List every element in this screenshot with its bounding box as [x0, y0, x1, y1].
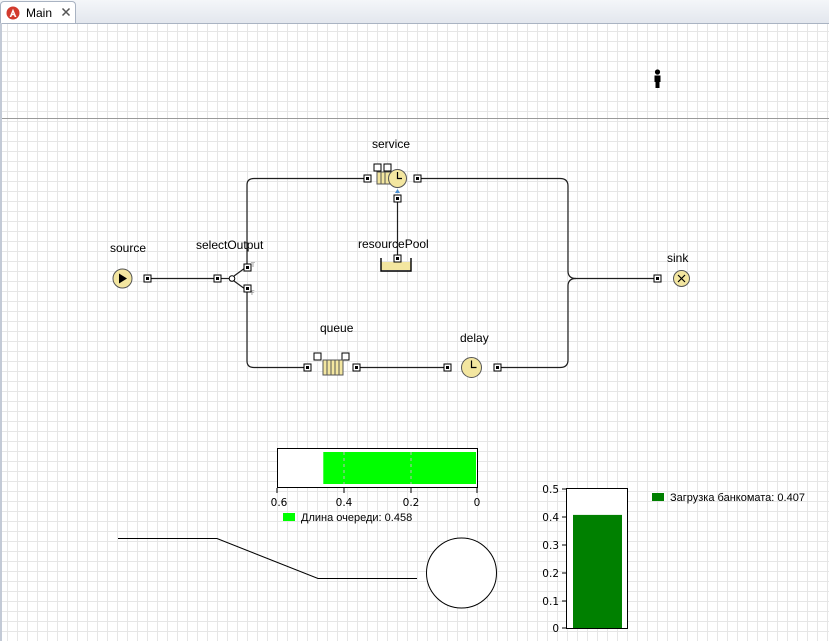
- selectoutput-label: selectOutput: [196, 238, 264, 252]
- queue-chart-tick-label: 0.2: [403, 497, 420, 509]
- resourcepool-label: resourcePool: [358, 237, 429, 251]
- polyline-shape[interactable]: [118, 538, 417, 579]
- queue-chart-legend: Длина очереди: 0.458: [283, 512, 412, 524]
- queue-label: queue: [320, 321, 354, 335]
- source-label: source: [110, 241, 147, 255]
- utilization-chart-tick-label: 0: [552, 623, 559, 635]
- utilization-legend-swatch: [652, 493, 664, 501]
- utilization-legend-text: Загрузка банкомата: 0.407: [670, 492, 805, 504]
- tab-title: Main: [26, 6, 53, 20]
- connector-delay-sink: [500, 277, 654, 369]
- utilization-chart[interactable]: 0.5 0.4 0.3 0.2 0.1 0: [542, 484, 628, 635]
- utilization-chart-tick-label: 0.5: [542, 484, 559, 496]
- queue-length-bar: [323, 452, 476, 484]
- queue-chart-tick-label: 0.4: [336, 497, 353, 509]
- port-false-mark: F: [251, 289, 255, 297]
- delay-label: delay: [460, 331, 489, 345]
- selectoutput-block[interactable]: [213, 263, 252, 293]
- delay-block[interactable]: [443, 357, 502, 378]
- queue-chart-tick-label: 0: [474, 497, 481, 509]
- utilization-chart-tick-label: 0.3: [542, 540, 559, 552]
- port-true-mark: T: [250, 261, 255, 269]
- sink-block[interactable]: [653, 270, 690, 287]
- utilization-chart-tick-label: 0.2: [542, 568, 559, 580]
- utilization-chart-tick-label: 0.4: [542, 512, 559, 524]
- editor-left-border: [0, 23, 2, 641]
- person-icon[interactable]: [654, 69, 661, 88]
- utilization-chart-legend: Загрузка банкомата: 0.407: [652, 492, 805, 504]
- queue-legend-text: Длина очереди: 0.458: [301, 512, 413, 524]
- queue-length-chart[interactable]: 0.6 0.4 0.2 0: [271, 448, 481, 510]
- queue-chart-tick-label: 0.6: [271, 497, 288, 509]
- anylogic-app-icon: [6, 6, 20, 20]
- queue-legend-swatch: [283, 513, 295, 521]
- source-block[interactable]: [112, 268, 152, 289]
- connector-selectoutput-service: [246, 177, 364, 264]
- close-icon[interactable]: [60, 6, 72, 18]
- utilization-bar: [573, 514, 622, 628]
- resourcepool-block[interactable]: [380, 254, 412, 272]
- connector-selectoutput-queue: [246, 292, 305, 369]
- service-block[interactable]: [363, 163, 422, 203]
- queue-block[interactable]: [303, 352, 361, 376]
- tab-main[interactable]: Main: [0, 1, 76, 23]
- editor-tab-bar: Main: [0, 0, 829, 24]
- service-label: service: [372, 137, 411, 151]
- sink-label: sink: [667, 251, 689, 265]
- oval-shape[interactable]: [426, 537, 497, 609]
- connector-service-sink: [420, 177, 577, 280]
- utilization-chart-tick-label: 0.1: [542, 596, 559, 608]
- connectors: [151, 177, 654, 369]
